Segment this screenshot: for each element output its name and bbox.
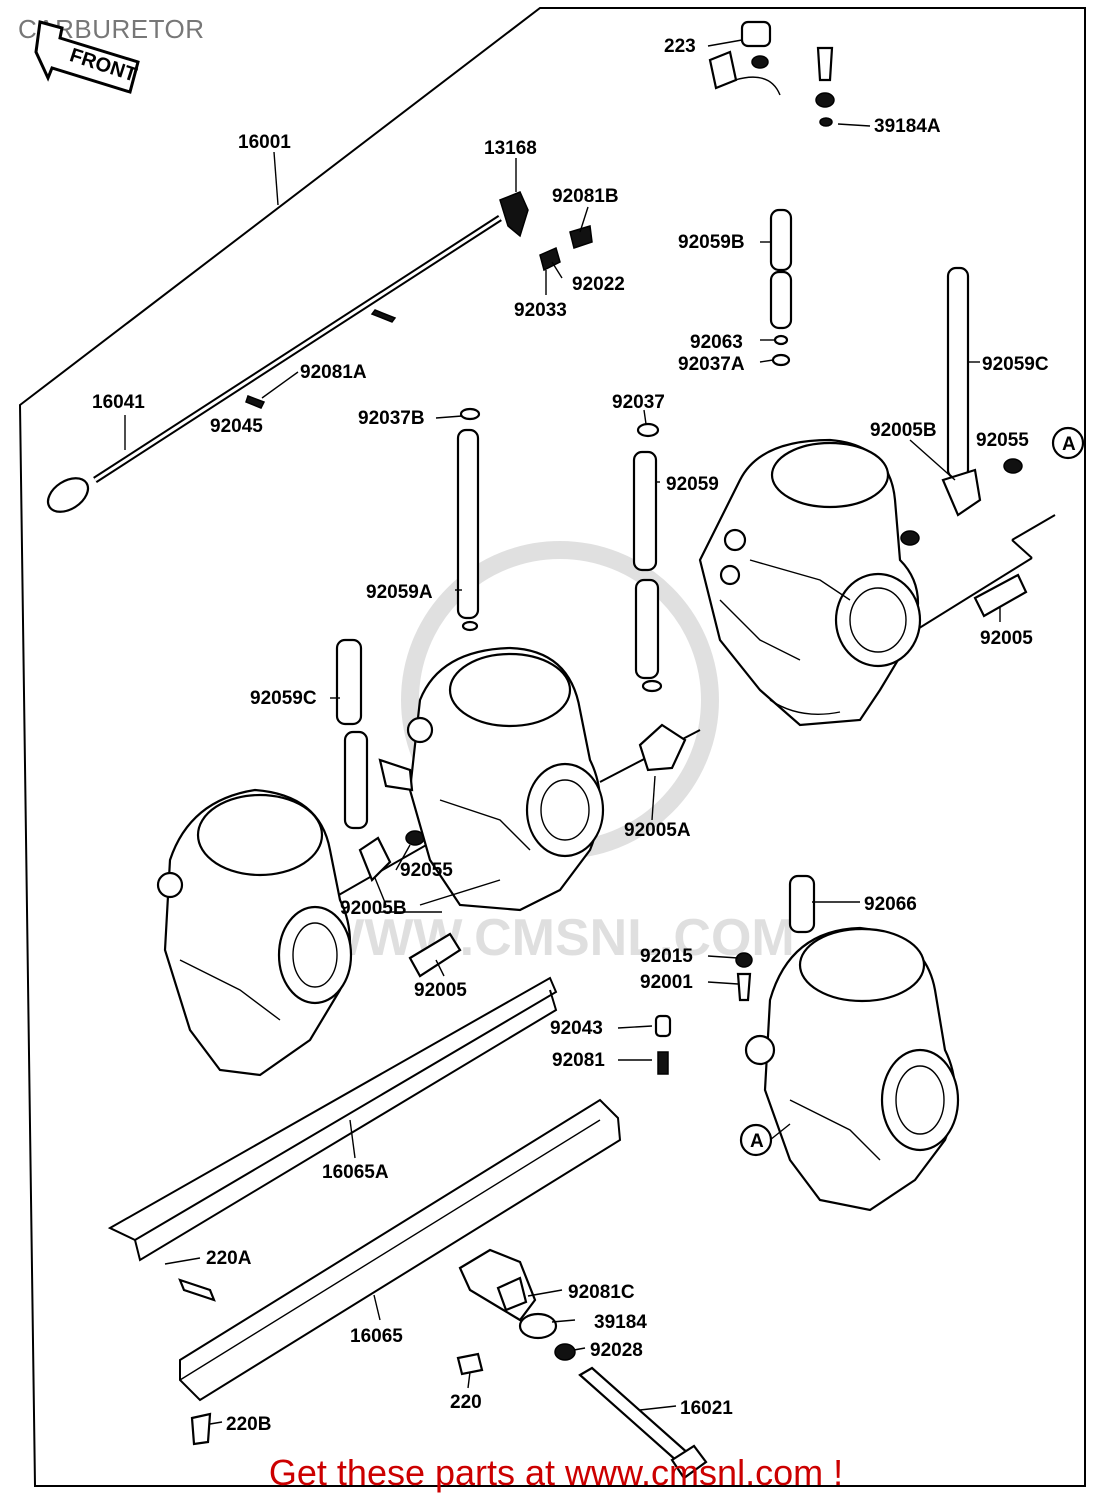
carburetor-center <box>378 646 605 912</box>
mounting-brackets <box>107 976 708 1480</box>
label-92028: 92028 <box>590 1340 643 1361</box>
label-92001: 92001 <box>640 972 693 993</box>
frame-border <box>18 7 1086 1487</box>
label-92015: 92015 <box>640 946 693 967</box>
label-92022: 92022 <box>572 274 625 295</box>
carburetor-right-rear <box>698 438 922 727</box>
label-220A: 220A <box>206 1248 252 1269</box>
label-92059C-right: 92059C <box>982 354 1049 375</box>
label-13168: 13168 <box>484 138 537 159</box>
label-16065A: 16065A <box>322 1162 389 1183</box>
label-92066: 92066 <box>864 894 917 915</box>
label-92059C-left: 92059C <box>250 688 317 709</box>
label-92005-center: 92005 <box>414 980 467 1001</box>
label-92063: 92063 <box>690 332 743 353</box>
label-220: 220 <box>450 1392 482 1413</box>
label-223: 223 <box>664 36 696 57</box>
part-number-labels: 223 39184A 16001 13168 92081B 92033 9202… <box>92 36 1076 1435</box>
small-hardware-top <box>539 20 835 272</box>
label-92037B: 92037B <box>358 408 425 429</box>
label-92059: 92059 <box>666 474 719 495</box>
label-16065: 16065 <box>350 1326 403 1347</box>
reference-markers <box>739 426 1085 1157</box>
label-92005A: 92005A <box>624 820 691 841</box>
label-92005-right: 92005 <box>980 628 1033 649</box>
label-16041: 16041 <box>92 392 145 413</box>
label-39184A: 39184A <box>874 116 941 137</box>
vent-tubes <box>335 208 970 934</box>
label-16001: 16001 <box>238 132 291 153</box>
fuel-pipe-line <box>329 458 1056 978</box>
label-92081C: 92081C <box>568 1282 635 1303</box>
label-92005B-center: 92005B <box>340 898 407 919</box>
label-A-top: A <box>1062 434 1076 455</box>
label-92081B: 92081B <box>552 186 619 207</box>
label-92043: 92043 <box>550 1018 603 1039</box>
label-92081: 92081 <box>552 1050 605 1071</box>
label-A-bottom: A <box>750 1131 764 1152</box>
choke-rod <box>46 191 529 513</box>
label-39184: 39184 <box>594 1312 647 1333</box>
label-92059A: 92059A <box>366 582 433 603</box>
watermark-text: WWW.CMSNL.COM <box>315 909 794 967</box>
label-16021: 16021 <box>680 1398 733 1419</box>
label-92037: 92037 <box>612 392 665 413</box>
label-92055-center: 92055 <box>400 860 453 881</box>
label-92059B: 92059B <box>678 232 745 253</box>
carburetor-left-front <box>156 788 353 1077</box>
label-92037A: 92037A <box>678 354 745 375</box>
front-arrow-icon: FRONT <box>34 20 140 94</box>
label-220B: 220B <box>226 1414 271 1435</box>
footer-link-text[interactable]: Get these parts at www.cmsnl.com ! <box>268 1452 844 1493</box>
label-92045: 92045 <box>210 416 263 437</box>
carburetor-right-front <box>654 926 960 1212</box>
label-92005B-right: 92005B <box>870 420 937 441</box>
leader-lines <box>124 39 1001 1425</box>
label-92081A: 92081A <box>300 362 367 383</box>
label-92055-right: 92055 <box>976 430 1029 451</box>
label-92033: 92033 <box>514 300 567 321</box>
